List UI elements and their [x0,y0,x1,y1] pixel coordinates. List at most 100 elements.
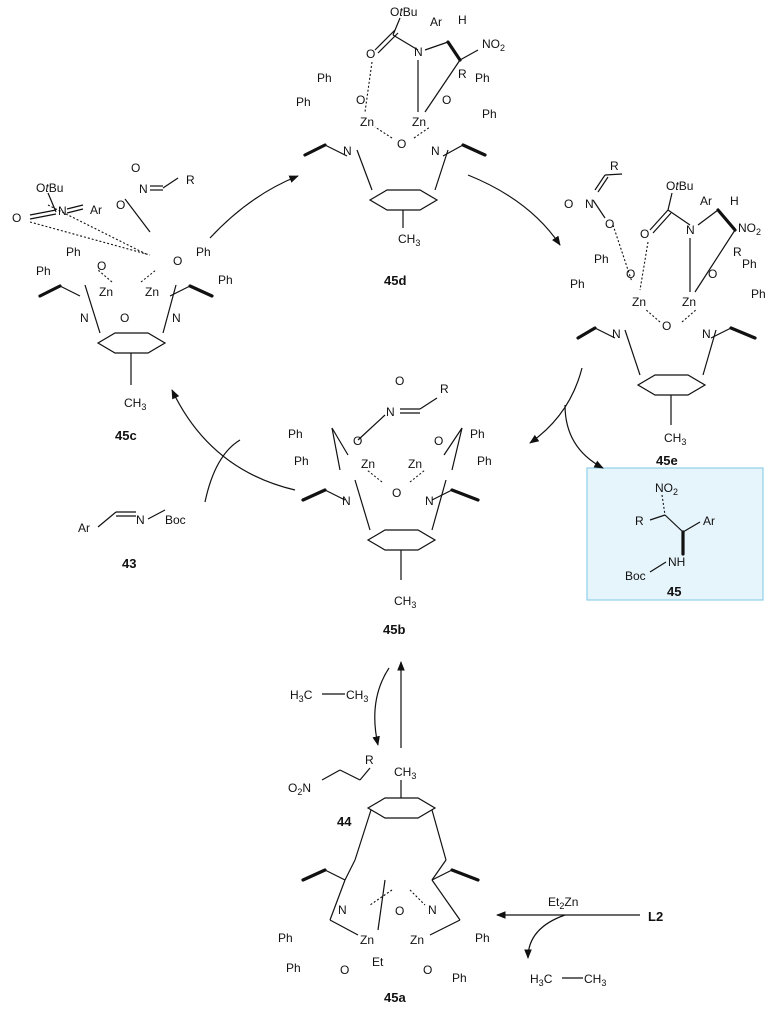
45c-Ph-4: Ph [218,273,233,287]
45e-O-left: O [626,267,635,281]
45e-N-amide: N [686,223,695,237]
ethane-byproduct-1: H3C CH3 [290,688,368,704]
ethane1-C: C [304,688,313,702]
45d-OtBu-O: O [390,5,399,19]
43-Boc: Boc [165,513,186,527]
45a-Ph-1: Ph [278,931,293,945]
arrow-45c-to-45d [209,175,299,239]
Et2Zn-sub: 2 [559,901,564,911]
45a-methyl: CH3 [394,765,416,781]
arrow-in-44 [372,667,390,746]
compound-45d: OtBu O N Ar H NO2 R Ph Ph Ph Ph O O Zn Z… [296,5,505,288]
45-NH: NH [668,555,685,569]
label-45d: 45d [384,273,406,288]
45c-OtBu-t: t [45,181,49,195]
45c-N-right: N [172,311,181,325]
45c-Ph-3: Ph [196,245,211,259]
45c-O-nitronate-top: O [131,161,140,175]
45a-O-bridge: O [395,904,404,918]
45a-N-left: N [338,903,347,917]
label-45b: 45b [383,622,405,637]
45d-Ph-1: Ph [317,71,332,85]
45d-NO2: NO2 [482,37,505,53]
ethane2-H: H [530,972,539,986]
ethane2-CH-sub: 3 [601,978,606,988]
Et2Zn-Zn: Zn [564,895,578,909]
45b-R: R [440,382,449,396]
45-NO2-sub: 2 [673,487,678,497]
45b-Ph-3: Ph [470,427,485,441]
44-O2N-sub: 2 [297,787,302,797]
45c-O-carbonyl: O [12,211,21,225]
label-44: 44 [337,814,352,829]
label-43: 43 [122,556,136,571]
45d-R: R [458,67,467,81]
45e-O-nitronate-top: O [564,197,573,211]
45a-methyl-CH: CH [394,765,411,779]
45c-OtBu-Bu: Bu [49,181,64,195]
45e-OtBu-Bu: Bu [679,179,694,193]
45b-methyl: CH3 [394,594,416,610]
compound-45b: O N N Zn Zn O O N O R Ph Ph Ph Ph CH3 45… [288,374,492,637]
45a-Ph-4: Ph [452,971,467,985]
45a-N-right: N [428,903,437,917]
45e-NO2-NO: NO [738,221,756,235]
45c-O-right: O [173,254,182,268]
45d-Zn-right: Zn [412,115,426,129]
ethane1-CH-sub: 3 [363,694,368,704]
45c-N-imine: N [58,204,67,218]
45b-ring [366,529,437,551]
arrow-out-ethane-2 [524,914,566,959]
label-45a: 45a [384,990,406,1005]
45e-Zn-left: Zn [632,295,646,309]
label-45e: 45e [656,453,678,468]
45e-N-left: N [612,327,621,341]
45c-Zn-right: Zn [145,285,159,299]
45c-methyl-sub: 3 [141,402,146,412]
arrow-45e-to-45b [529,367,583,444]
45e-OtBu-O: O [666,179,675,193]
43-N: N [136,513,145,527]
45d-NO2-sub: 2 [500,43,505,53]
45c-Zn-left: Zn [99,285,113,299]
45c-Ph-1: Ph [66,245,81,259]
45e-NO2-sub: 2 [756,227,761,237]
45e-N-nitronate: N [585,197,594,211]
compound-45a: O N N Zn Zn Et O O Ph Ph Ph Ph CH3 45a [278,765,490,1005]
compound-44: O2N R 44 [288,753,374,829]
45b-O-bridge: O [392,486,401,500]
45d-Ph-4: Ph [482,107,497,121]
ethane1-H: H [290,688,299,702]
45a-Et: Et [372,955,384,969]
45c-Ph-2: Ph [36,264,51,278]
45e-H: H [730,194,739,208]
45d-N-amide: N [414,45,423,59]
45d-methyl: CH3 [398,232,420,248]
45e-Ar: Ar [700,194,712,208]
ethane2-H-sub: 3 [539,978,544,988]
45e-Ph-1: Ph [594,252,609,266]
45-NO2-NO: NO [655,481,673,495]
45c-R: R [186,173,195,187]
45e-OtBu-t: t [675,179,679,193]
45b-N-nitronate: N [386,405,395,419]
45a-Ph-3: Ph [475,931,490,945]
45b-methyl-CH: CH [394,594,411,608]
45d-Ph-3: Ph [475,71,490,85]
45a-methyl-sub: 3 [411,771,416,781]
ethane2-CH3: CH3 [584,972,606,988]
ethane2-C: C [544,972,553,986]
Et2Zn-Et: Et [548,895,560,909]
45d-NO2-NO: NO [482,37,500,51]
45a-Ph-2: Ph [286,961,301,975]
arrow-45d-to-45e [467,174,561,246]
45-Ar: Ar [703,514,715,528]
45d-OtBu-Bu: Bu [403,5,418,19]
ethane1-CH: CH [346,688,363,702]
arrow-in-43 [204,439,241,503]
compound-43: Ar N Boc 43 [78,509,186,571]
compound-45c: OtBu N Ar O O N O R Ph Ph Ph Ph O O Zn Z… [12,161,233,443]
45a-Zn-right: Zn [410,933,424,947]
45b-O-left: O [353,434,362,448]
